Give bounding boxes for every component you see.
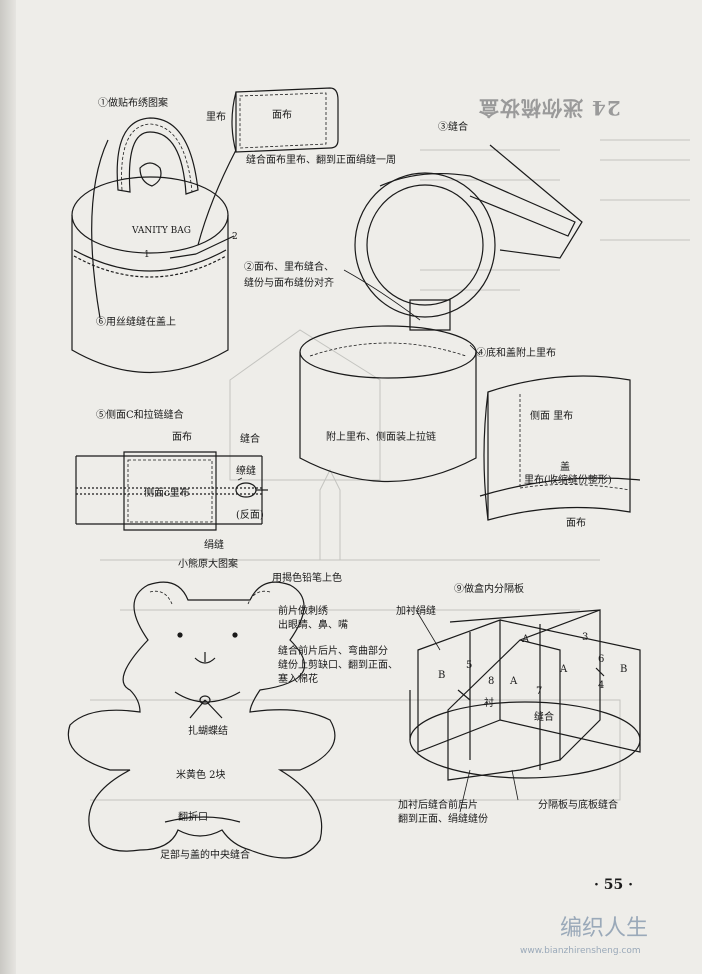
divider-a2: A — [510, 676, 518, 687]
step1-label: ①做贴布绣图案 — [98, 98, 168, 109]
c-side-lining-label: 侧面c里布 — [144, 488, 190, 499]
number-1: 1 — [144, 250, 150, 260]
bear-color-label: 用揭色铅笔上色 — [272, 573, 342, 584]
bleed-through-sketch — [90, 139, 690, 801]
bear-sew-label-2: 缝份上剪缺口、翻到正面、 — [278, 660, 398, 671]
side-lining-label: 侧面 里布 — [530, 411, 574, 422]
divider-a3: A — [560, 664, 568, 675]
lining-shrink-label: 里布(收缩缝份整形) — [524, 475, 612, 486]
divider-base-sew-label: 分隔板与底板缝合 — [538, 800, 618, 811]
divider-num-8: 8 — [488, 676, 495, 687]
book-spine-shadow — [0, 0, 16, 974]
lined-back-label-2: 翻到正面、绢缝缝份 — [398, 814, 488, 825]
teddy-bear-pattern — [67, 581, 336, 859]
lining-chen-label: 衬 — [484, 698, 494, 709]
step9-label: ⑨做盒内分隔板 — [454, 584, 524, 595]
c-stitch-label: 缭缝 — [236, 466, 256, 477]
zipper-side-figure — [75, 451, 268, 531]
c-edge-label: 绢缝 — [204, 540, 224, 551]
beige-label: 米黄色 2块 — [176, 770, 226, 781]
divider-b2: B — [620, 664, 628, 675]
number-2: 2 — [232, 232, 238, 242]
watermark-brand: 编织人生 — [560, 916, 649, 941]
return-opening-label: 翻折口 — [178, 812, 208, 823]
outer-fabric-label: 面布 — [272, 110, 292, 121]
bear-sew-label-1: 缝合前片后片、弯曲部分 — [278, 646, 388, 657]
bag-text: VANITY BAG — [132, 226, 191, 236]
divider-num-6: 6 — [598, 654, 605, 665]
bear-embroider-label-2: 出眼睛、鼻、嘴 — [278, 620, 348, 631]
c-outer-label: 面布 — [172, 432, 192, 443]
step2-label: ②面布、里布缝合、 — [244, 262, 334, 273]
divider-num-4: 4 — [598, 680, 605, 691]
lid-ring-figure — [354, 144, 583, 331]
divider-figure — [409, 609, 641, 781]
page-number: · 55 · — [594, 877, 633, 893]
step5-label: ⑤侧面C和拉链缝合 — [96, 410, 184, 421]
step4-label: ④底和盖附上里布 — [476, 348, 556, 359]
lined-edge-label: 加衬绢缝 — [396, 606, 436, 617]
divider-num-5: 5 — [466, 660, 473, 671]
bear-title-label: 小熊原大图案 — [178, 559, 238, 570]
lining-label: 里布 — [206, 112, 226, 123]
divider-num-7: 7 — [536, 686, 543, 697]
c-reverse-label: (反面) — [236, 510, 264, 521]
c-sew-label: 缝合 — [240, 434, 260, 445]
vanity-bag-figure — [71, 117, 235, 374]
lined-back-label-1: 加衬后缝合前后片 — [398, 800, 478, 811]
step3-label: ③缝合 — [438, 122, 468, 133]
divider-a1: A — [522, 634, 530, 645]
watermark-url: www.bianzhirensheng.com — [520, 946, 641, 956]
outer-fabric-label-2: 面布 — [566, 518, 586, 529]
lining-band-figure — [479, 375, 641, 521]
attach-lining-label: 附上里布、侧面装上拉链 — [326, 432, 436, 443]
sew-turn-label: 缝合面布里布、翻到正面绢缝一周 — [246, 155, 396, 166]
leader-lines — [237, 269, 519, 813]
bow-label: 扎蝴蝶结 — [188, 726, 228, 737]
divider-sew-label: 缝合 — [534, 712, 554, 723]
lid-label: 盖 — [560, 462, 570, 473]
step2-sub-label: 缝份与面布缝份对齐 — [244, 278, 334, 289]
box-body-figure — [299, 325, 477, 483]
step6-label: ⑥用丝缝缝在盖上 — [96, 317, 176, 328]
bear-sew-label-3: 塞入棉花 — [278, 674, 318, 685]
divider-num-3: 3 — [582, 632, 589, 643]
bear-embroider-label-1: 前片做刺绣 — [278, 606, 328, 617]
divider-b1: B — [438, 670, 446, 681]
handle-piece-figure — [197, 87, 339, 246]
feet-sew-label: 足部与盖的中央缝合 — [160, 850, 250, 861]
